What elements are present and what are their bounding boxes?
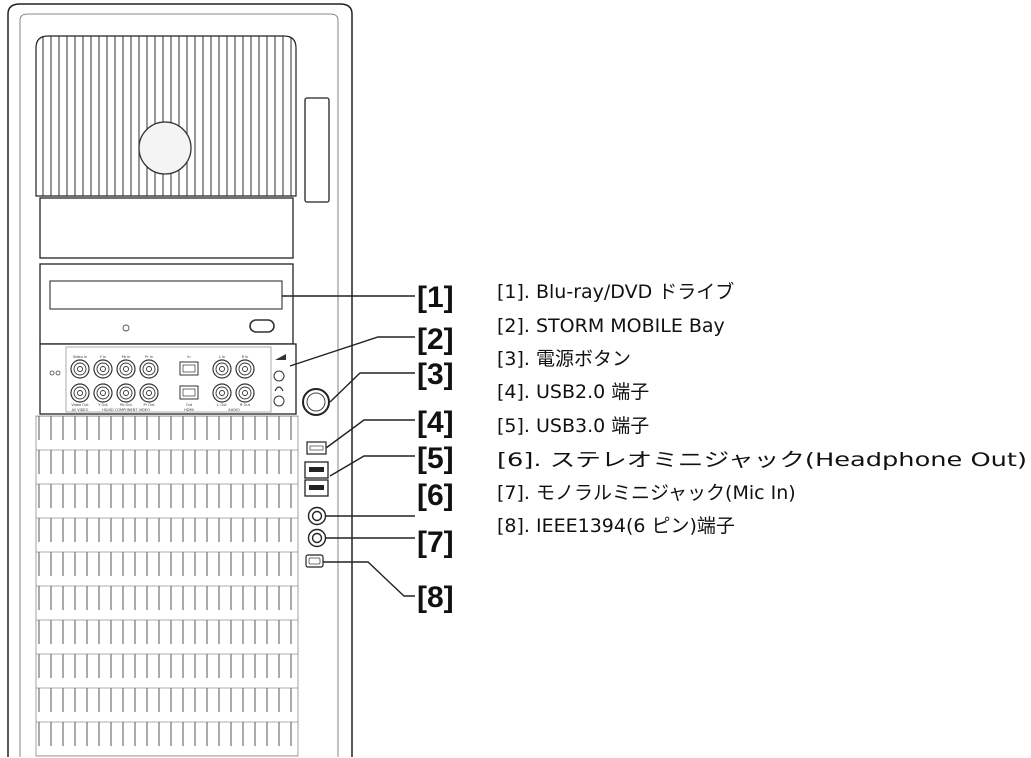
bay-bottom-label: Out xyxy=(186,403,193,407)
legend-item-1: [1]. Blu-ray/DVD ドライブ xyxy=(497,280,734,303)
bay-bottom-label: R Out xyxy=(240,403,251,407)
mic-jack[interactable] xyxy=(307,528,327,548)
usb3-port-lower[interactable] xyxy=(304,479,329,497)
rca-jack xyxy=(235,383,255,403)
callout-leaders xyxy=(282,295,415,597)
legend-item-8: [8]. IEEE1394(6 ピン)端子 xyxy=(497,515,735,537)
bay-top-label: L In xyxy=(219,355,225,359)
storm-mobile-bay: Video In Y In Pb In Pr In In L In R In Video Ou… xyxy=(39,343,297,415)
callout-number-5: [5] xyxy=(417,442,454,475)
bay-top-label: Pb In xyxy=(122,355,131,359)
callout-number-6: [6] xyxy=(417,479,454,512)
usb2-port[interactable] xyxy=(306,441,327,455)
leader-2 xyxy=(289,336,415,367)
av-jacks xyxy=(70,359,255,403)
bay-group-label: AUDIO xyxy=(228,408,240,412)
bay-bottom-label: Y Out xyxy=(98,403,108,407)
ieee1394-port[interactable] xyxy=(305,554,324,568)
rca-jack xyxy=(70,359,90,379)
leader-8 xyxy=(323,561,415,597)
top-vent-grille xyxy=(35,35,297,197)
bay-top-label: R In xyxy=(242,355,249,359)
callout-number-3: [3] xyxy=(417,358,454,391)
leader-5 xyxy=(329,455,415,477)
lower-vent-grille xyxy=(35,415,299,757)
rca-jack xyxy=(93,359,113,379)
callout-number-7: [7] xyxy=(417,526,454,559)
bay-bottom-label: Video Out xyxy=(71,403,89,407)
signal-icon xyxy=(275,354,286,360)
bay-group-label: AV VIDEO xyxy=(72,408,89,412)
rca-jack xyxy=(212,359,232,379)
legend-item-6: [6]. ステレオミニジャック(Headphone Out) xyxy=(497,449,1027,471)
rca-jack xyxy=(116,383,136,403)
callout-number-1: [1] xyxy=(417,281,454,314)
rca-jack xyxy=(70,383,90,403)
bay-bottom-label: L Out xyxy=(217,403,227,407)
bay-top-label: Y In xyxy=(100,355,107,359)
legend-item-7: [7]. モノラルミニジャック(Mic In) xyxy=(497,482,796,504)
rca-jack xyxy=(139,359,159,379)
leader-4 xyxy=(325,419,415,449)
rca-jack xyxy=(116,359,136,379)
callout-number-2: [2] xyxy=(417,323,454,356)
bay-group-label: HD/SD COMPONENT VIDEO xyxy=(102,408,150,412)
rca-jack xyxy=(139,383,159,403)
drive-led xyxy=(122,324,130,332)
usb3-port-upper[interactable] xyxy=(304,461,329,479)
hdmi-out-port xyxy=(179,385,199,400)
headphone-jack[interactable] xyxy=(307,506,327,526)
leader-3 xyxy=(329,372,415,403)
callout-number-8: [8] xyxy=(417,581,454,614)
bay-bottom-label: Pb Out xyxy=(120,403,132,407)
rca-jack xyxy=(212,383,232,403)
bay-top-label: Video In xyxy=(73,355,87,359)
front-ports xyxy=(302,388,330,568)
legend-item-5: [5]. USB3.0 端子 xyxy=(497,415,649,437)
disc-tray xyxy=(49,280,283,310)
front-emblem xyxy=(138,121,192,175)
legend-item-4: [4]. USB2.0 端子 xyxy=(497,381,649,403)
bay-group-label: HDMI xyxy=(184,408,193,412)
side-handle xyxy=(304,97,330,203)
rca-jack xyxy=(235,359,255,379)
bay-top-label: Pr In xyxy=(145,355,153,359)
bay-micro-labels: Video In Y In Pb In Pr In In L In R In Video Ou… xyxy=(71,355,250,412)
eject-button[interactable] xyxy=(249,319,275,333)
bay-bottom-label: Pr Out xyxy=(144,403,156,407)
empty-drive-bay xyxy=(39,197,294,259)
callout-number-4: [4] xyxy=(417,406,454,439)
hdmi-in-port xyxy=(179,361,199,376)
bay-top-label: In xyxy=(187,355,190,359)
legend-item-3: [3]. 電源ボタン xyxy=(497,348,631,370)
headphone-icon xyxy=(274,386,284,392)
callout-numbers: [1] [2] [3] [4] [5] [6] [7] [8] xyxy=(417,281,454,614)
optical-drive xyxy=(39,263,294,345)
legend-item-2: [2]. STORM MOBILE Bay xyxy=(497,315,725,337)
rca-jack xyxy=(93,383,113,403)
port-legend: [1]. Blu-ray/DVD ドライブ [2]. STORM MOBILE … xyxy=(497,280,1027,537)
